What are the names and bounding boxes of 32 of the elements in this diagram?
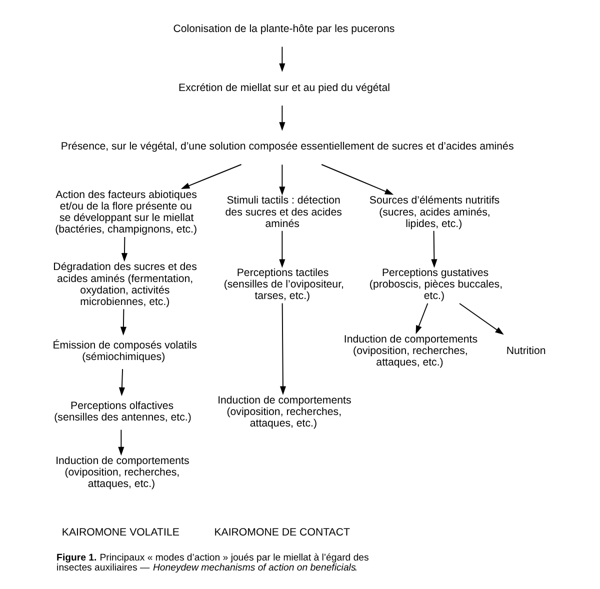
node-text: Perceptions tactiles (sensilles de l’ovipositeur, tarses, etc.) (223, 266, 344, 302)
label: KAIROMONE VOLATILE (61, 526, 179, 538)
arrow (180, 164, 242, 189)
arrow (415, 303, 428, 334)
node-text: Nutrition (506, 345, 546, 358)
arrow (279, 302, 286, 395)
arrow (278, 164, 285, 196)
label: KAIROMONE DE CONTACT (214, 526, 350, 538)
node-text: Action des facteurs abiotiques et/ou de la flore présente ou se développant sur le miellat (bactéries, champignons, etc.) (54, 188, 197, 236)
arrow (120, 308, 126, 336)
arrow (430, 230, 437, 268)
arrow (320, 164, 394, 195)
arrow (458, 303, 504, 335)
node-text: Colonisation de la plante-hôte par les pucerons (172, 23, 394, 36)
arrow (278, 105, 285, 131)
node-text: Induction de comportements (oviposition, recherches, attaques, etc.) (217, 394, 351, 430)
node-text: Perceptions gustatives (proboscis, pièces buccales, etc.) (368, 266, 502, 302)
node-text: Stimuli tactils : détection des sucres et des acides aminés (224, 194, 342, 230)
node-text: Induction de comportements (oviposition, recherches, attaques, etc.) (55, 455, 189, 490)
caption: Figure 1. Principaux « modes d’action » joués par le miellat à l’égard des insectes auxiliaires — Honeydew mechanisms of action on beneficials. (56, 552, 368, 574)
arrow (118, 368, 124, 396)
node-text: Présence, sur le végétal, d’une solution composée essentiellement de sucres et d’acides aminés (60, 140, 514, 153)
arrow (118, 429, 124, 456)
node-text: Dégradation des sucres et des acides aminés (fermentation, oxydation, activités microbiennes, etc.) (52, 261, 196, 308)
node-text: Induction de comportements (oviposition, recherches, attaques, etc.) (343, 334, 478, 369)
arrow (120, 236, 128, 262)
node-text: Émission de composés volatils (sémiochimiques) (52, 339, 196, 363)
node-text: Sources d’éléments nutritifs (sucres, acides aminés, lipides, etc.) (368, 194, 500, 230)
node-text: Perceptions olfactives (sensilles des antennes, etc.) (54, 400, 191, 424)
arrow (278, 46, 285, 72)
node-text: Excrétion de miellat sur et au pied du végétal (178, 82, 390, 94)
arrow (278, 230, 285, 268)
